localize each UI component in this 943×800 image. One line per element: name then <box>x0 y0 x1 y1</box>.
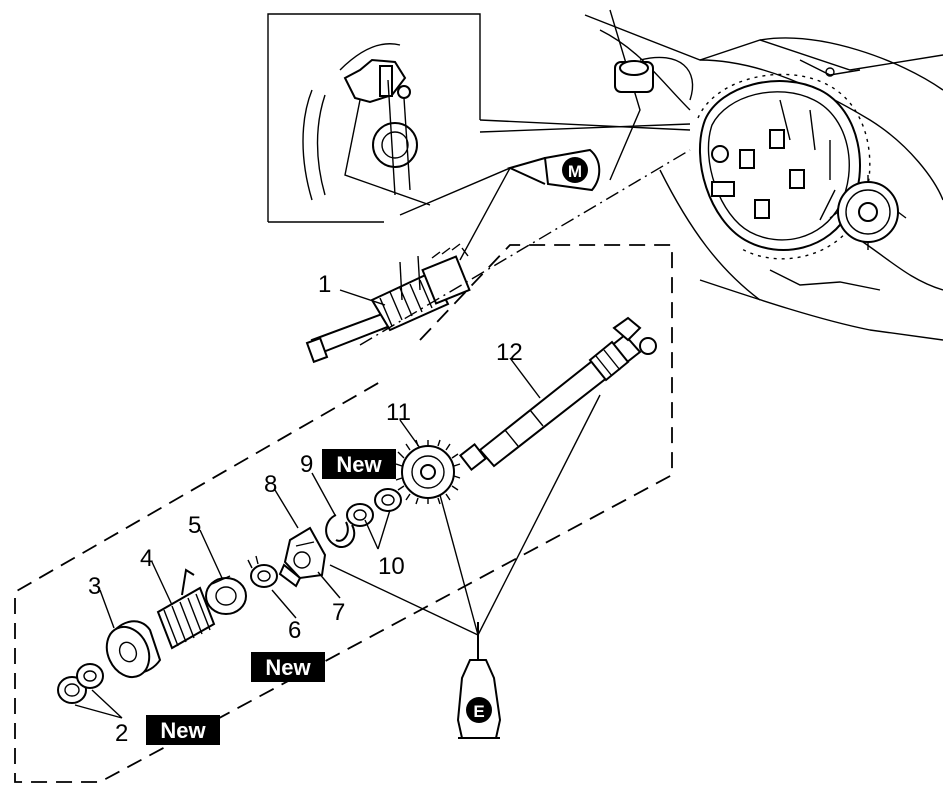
moly-grease-applicator: M <box>399 148 601 261</box>
clutch-basket <box>697 73 871 260</box>
engine-oil-symbol-icon <box>466 697 492 723</box>
part-4-kick-spring <box>156 568 216 650</box>
moly-grease-symbol-icon <box>562 157 588 183</box>
part-12-kick-axle <box>458 316 657 472</box>
part-10-washers <box>346 488 402 527</box>
callout-1: 1 <box>318 271 331 298</box>
moly-grease-symbol-text: M <box>568 162 582 181</box>
callout-11: 11 <box>386 399 411 426</box>
callout-8: 8 <box>264 471 277 498</box>
svg-text:New: New <box>265 655 311 680</box>
new-badge-top: New <box>322 449 396 479</box>
callout-4: 4 <box>140 545 153 572</box>
part-11-kick-gear <box>395 439 461 505</box>
shaft-centerline <box>359 149 691 346</box>
new-badge-mid: New <box>251 652 325 682</box>
leader-lines <box>74 289 541 719</box>
engine-oil-symbol-text: E <box>473 702 484 721</box>
callout-2: 2 <box>115 720 128 747</box>
callout-7: 7 <box>332 599 345 626</box>
part-8-ratchet <box>278 526 327 588</box>
callout-10: 10 <box>378 553 405 580</box>
part-3-collar <box>105 620 162 679</box>
svg-text:New: New <box>160 718 206 743</box>
part-1-kick-shaft-assembly <box>305 243 471 364</box>
part-2-circlips <box>57 663 104 704</box>
callout-3: 3 <box>88 573 101 600</box>
engine-case-illustration <box>584 9 943 341</box>
exploded-view-frame <box>14 244 673 783</box>
small-drive-gear <box>829 175 907 250</box>
new-badge-bottom: New <box>146 715 220 745</box>
callout-9: 9 <box>300 451 313 478</box>
callout-12: 12 <box>496 339 523 366</box>
part-5-spring-guide <box>205 575 247 615</box>
part-9-circlip <box>325 514 356 548</box>
engine-oil-applicator: E <box>329 394 601 739</box>
callout-5: 5 <box>188 512 201 539</box>
svg-text:New: New <box>336 452 382 477</box>
part-6-washer <box>247 555 278 588</box>
callout-6: 6 <box>288 617 301 644</box>
inset-detail-box <box>267 13 691 223</box>
